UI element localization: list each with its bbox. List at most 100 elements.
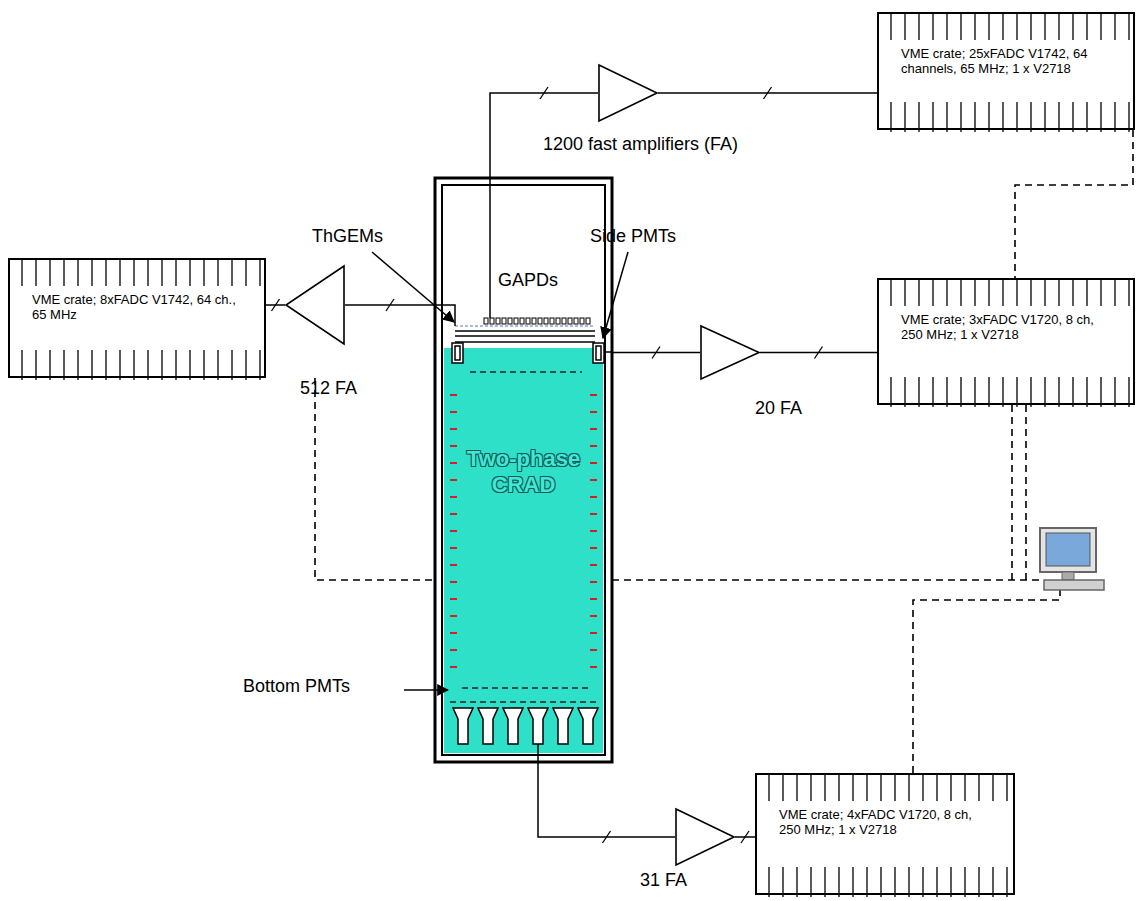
field-ring (450, 632, 457, 634)
drawing-part (593, 343, 604, 363)
slot (960, 102, 961, 132)
pmt (553, 708, 573, 744)
gapd (484, 318, 488, 324)
pmt (503, 708, 523, 744)
slot (1016, 14, 1017, 40)
amplifier-symbol (700, 325, 760, 380)
field-shaping-rings (450, 395, 597, 667)
bus-slash (603, 831, 611, 843)
slot (161, 260, 162, 286)
drawing-part (596, 346, 601, 360)
slot (105, 350, 106, 380)
slot (1002, 102, 1003, 132)
signal-bus (266, 299, 285, 311)
detector-label: Two-phase CRAD (435, 446, 612, 498)
slot (217, 260, 218, 286)
drawing-part (452, 343, 463, 363)
bus-slash (540, 87, 548, 99)
slot (936, 775, 937, 801)
field-ring (450, 496, 457, 498)
signal-bus (760, 347, 877, 359)
slot (259, 350, 260, 380)
slot (105, 260, 106, 286)
slot (936, 867, 937, 897)
field-ring (590, 649, 597, 651)
slot (838, 775, 839, 801)
pmt (453, 708, 473, 744)
part-label: ThGEMs (312, 226, 383, 247)
slot (49, 260, 50, 286)
slot (133, 350, 134, 380)
side-pmt (452, 343, 604, 363)
thgem-plates (455, 326, 595, 342)
signal-bus (538, 762, 675, 843)
slot (1100, 377, 1101, 407)
slot (1058, 280, 1059, 306)
field-ring (590, 632, 597, 634)
slot (904, 102, 905, 132)
field-ring (590, 615, 597, 617)
slot (1044, 280, 1045, 306)
slot (974, 14, 975, 40)
drawing-part (455, 346, 460, 360)
slot (866, 775, 867, 801)
slot (189, 260, 190, 286)
triangle (286, 266, 344, 344)
bottom-pmt (453, 708, 598, 744)
slot (946, 280, 947, 306)
slot (203, 260, 204, 286)
signal-bus (490, 87, 598, 178)
field-ring (450, 666, 457, 668)
bus-line (538, 762, 675, 837)
slot (1016, 377, 1017, 407)
slot (964, 867, 965, 897)
slot (35, 260, 36, 286)
slot (922, 775, 923, 801)
drawing-part (604, 351, 612, 353)
slot (978, 867, 979, 897)
slot (1044, 377, 1045, 407)
detector-vessel: Two-phase CRAD (435, 178, 612, 762)
signal-bus (735, 831, 755, 843)
slot (231, 350, 232, 380)
crate-label: VME crate; 8xFADC V1742, 64 ch., 65 MHz (32, 292, 246, 322)
field-ring (590, 445, 597, 447)
control-link (1015, 130, 1133, 278)
gapd (526, 318, 530, 324)
slot (161, 350, 162, 380)
gapd (568, 318, 572, 324)
slot (1030, 14, 1031, 40)
field-ring (450, 581, 457, 583)
field-ring (450, 547, 457, 549)
bus-slash (272, 299, 280, 311)
slot (63, 350, 64, 380)
slot (894, 867, 895, 897)
field-ring (450, 513, 457, 515)
drawing-part (455, 326, 595, 327)
slot (1100, 280, 1101, 306)
field-ring (450, 530, 457, 532)
field-ring (450, 445, 457, 447)
slot (1128, 14, 1129, 40)
slot (950, 775, 951, 801)
slot (259, 260, 260, 286)
amplifier-label: 512 FA (300, 378, 357, 399)
slot (960, 377, 961, 407)
slot (1006, 867, 1007, 897)
bus-slash (652, 347, 660, 359)
vme-crate: VME crate; 4xFADC V1720, 8 ch, 250 MHz; … (755, 773, 1015, 895)
drawing-part (489, 178, 491, 318)
slot (119, 350, 120, 380)
slot (231, 260, 232, 286)
slot (119, 260, 120, 286)
slot (904, 14, 905, 40)
slot (810, 775, 811, 801)
slot (1030, 377, 1031, 407)
slot (133, 260, 134, 286)
slot (203, 350, 204, 380)
internal-cable (435, 178, 612, 762)
part-label: Side PMTs (590, 226, 676, 247)
slot (1002, 14, 1003, 40)
drawing-part (435, 178, 612, 762)
slot (1016, 280, 1017, 306)
